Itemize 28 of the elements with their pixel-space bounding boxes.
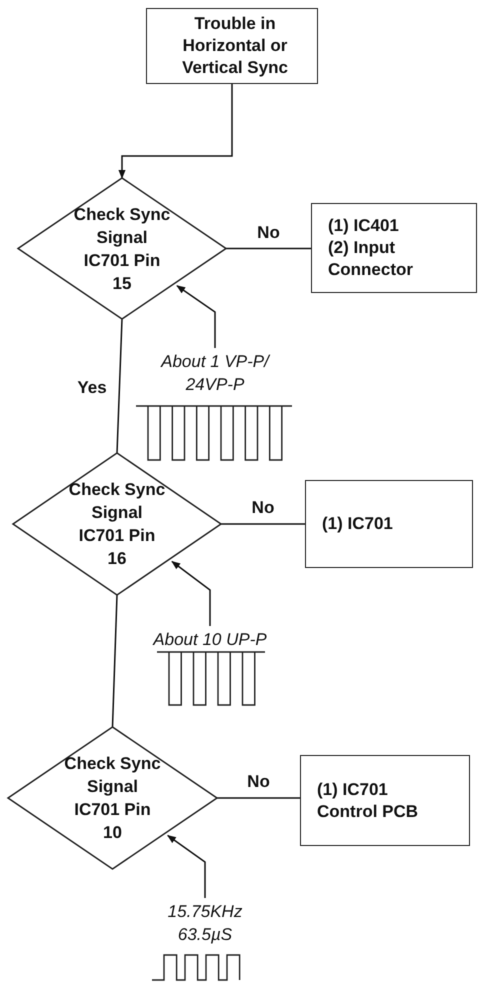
decision-text: Check Sync Signal IC701 Pin 16 (68, 479, 166, 570)
connector-line (226, 248, 311, 250)
box-text: (2) Input Connector (328, 237, 414, 281)
signal-label: About 1 VP-P/ 24VP-P (160, 351, 272, 396)
box-text: (1) IC701 (317, 778, 388, 800)
process-box (300, 755, 470, 846)
box-text: Trouble in Horizontal or Vertical Sync (181, 13, 289, 79)
arrow (176, 285, 216, 348)
connector-line (116, 318, 123, 454)
connector-line (112, 594, 118, 728)
process-box (146, 8, 318, 84)
decision-text: Check Sync Signal IC701 Pin 10 (63, 753, 162, 844)
box-text: (1) IC701 (322, 513, 393, 535)
decision-diamond (13, 453, 221, 595)
connector-line (217, 797, 300, 799)
signal-label: About 10 UP-P (153, 629, 267, 651)
decision-diamond (18, 178, 226, 319)
box-text: Control PCB (317, 800, 418, 822)
decision-diamond (8, 727, 217, 869)
decision-text: Check Sync Signal IC701 Pin 15 (72, 204, 172, 294)
signal-label: 15.75KHz 63.5µS (166, 901, 244, 946)
process-box (311, 203, 477, 293)
arrow (167, 834, 206, 898)
box-text: (1) IC401 (328, 215, 399, 237)
connector-line (221, 523, 305, 525)
process-box (305, 480, 473, 568)
arrow (171, 560, 211, 626)
arrow (118, 84, 233, 179)
